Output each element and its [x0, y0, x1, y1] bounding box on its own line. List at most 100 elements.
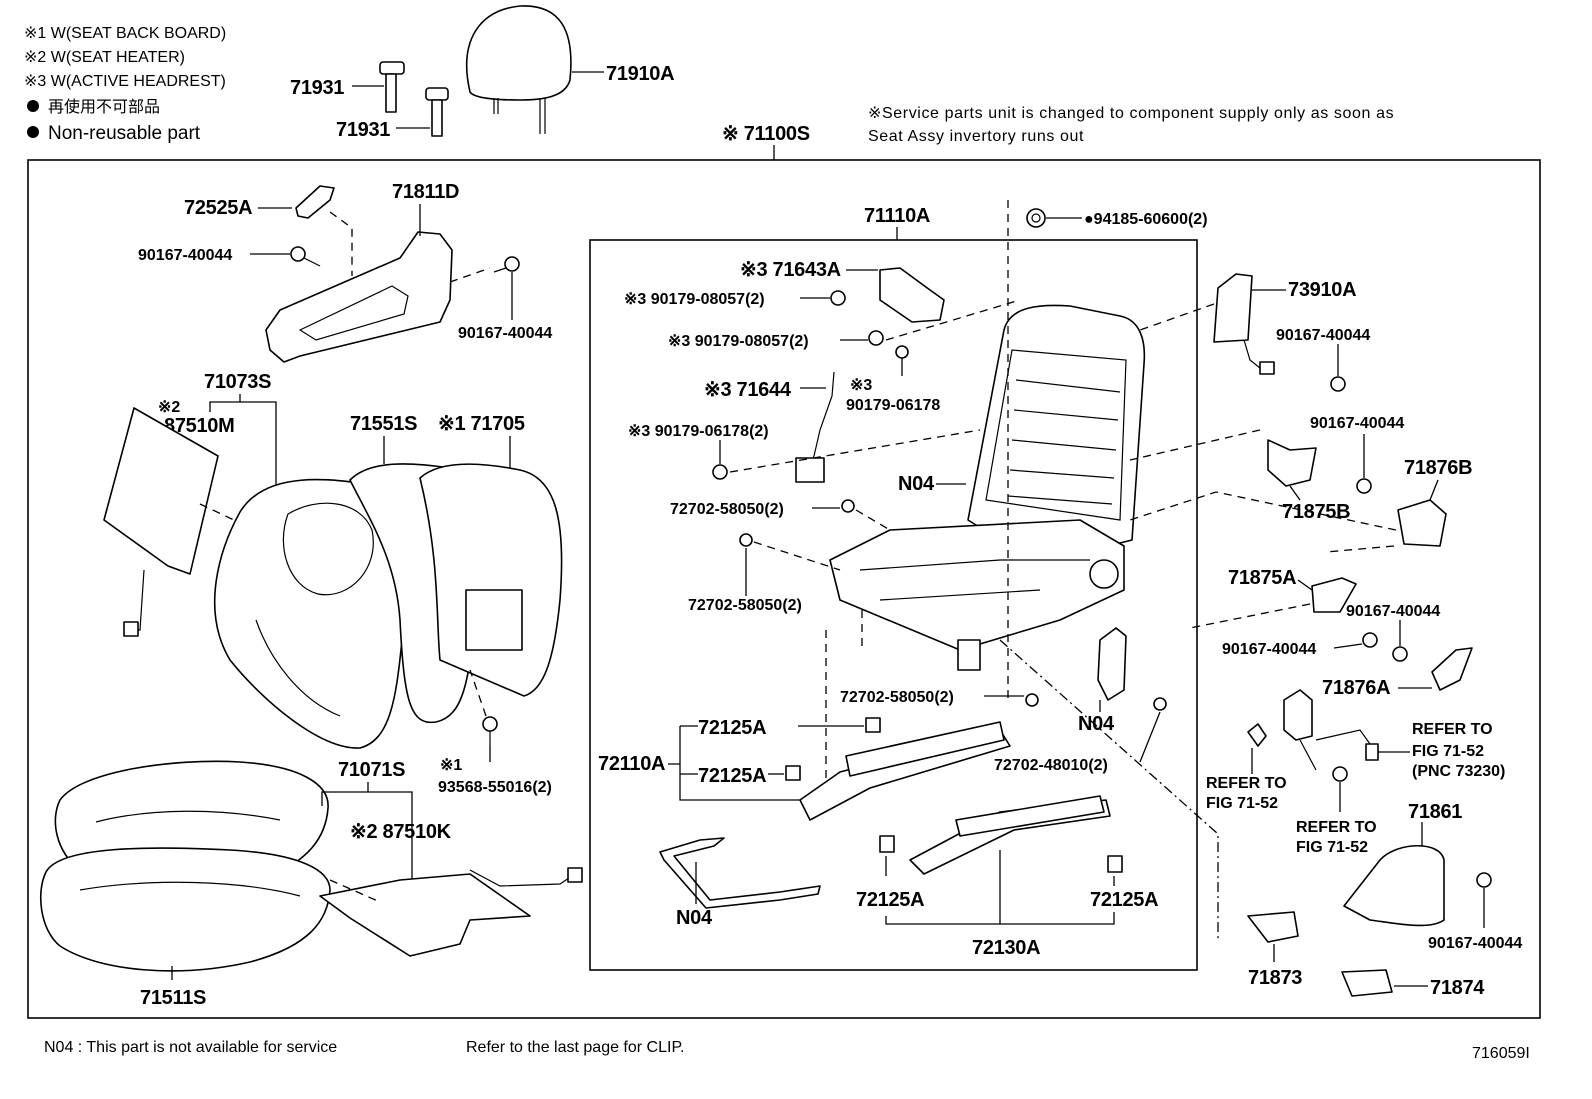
refer-1-line2: FIG 71-52 — [1206, 795, 1278, 812]
cover-71875B — [1267, 439, 1317, 487]
part-72125A-c: 72125A — [856, 889, 924, 911]
bullet-icon — [27, 100, 39, 112]
part-90167-40044-r1: 90167-40044 — [1276, 327, 1370, 344]
screw-icon — [1476, 872, 1492, 888]
part-90167-40044-r3: 90167-40044 — [1222, 641, 1316, 658]
part-71643A: ※3 71643A — [740, 259, 841, 281]
part-90179-08057-b: ※3 90179-08057(2) — [668, 333, 809, 350]
headrest-support-lower — [425, 87, 449, 137]
legend-nonreusable-jp: 再使用不可部品 — [48, 98, 160, 116]
part-N04-frame: N04 — [898, 473, 935, 495]
legend-note-3: ※3 W(ACTIVE HEADREST) — [24, 73, 226, 90]
part-90167-40044-r5: 90167-40044 — [1428, 935, 1522, 952]
clip-71874 — [1341, 969, 1393, 997]
part-87510M: 87510M — [164, 415, 234, 437]
frame-label: 71110A — [864, 205, 930, 227]
part-72702-58050-b: 72702-58050(2) — [688, 597, 802, 614]
part-72702-58050-c: 72702-58050(2) — [840, 689, 954, 706]
clip-icon — [785, 765, 801, 781]
refer-3-line3: (PNC 73230) — [1412, 763, 1505, 780]
clip-icon — [865, 717, 881, 733]
part-71875A: 71875A — [1228, 567, 1296, 589]
part-71644: ※3 71644 — [704, 379, 792, 401]
bracket-71643A — [879, 267, 945, 323]
wire-N04 — [659, 837, 821, 909]
clip-icon — [879, 835, 895, 853]
screw-icon — [1330, 376, 1346, 392]
legend-nonreusable-en: Non-reusable part — [48, 123, 201, 144]
shield-71811D — [265, 231, 453, 363]
part-90179-06178-2: ※3 90179-06178(2) — [628, 423, 769, 440]
screw-icon — [1362, 632, 1378, 648]
bullet-icon — [27, 126, 39, 138]
screw-icon — [493, 256, 520, 273]
board-panel — [465, 589, 523, 651]
part-87510M-mark: ※2 — [158, 399, 180, 416]
cable-end — [795, 457, 825, 483]
bolt-icon — [1153, 697, 1167, 711]
service-note-line1: ※Service parts unit is changed to compon… — [868, 105, 1394, 122]
bolt-icon — [841, 499, 855, 513]
part-71873: 71873 — [1248, 967, 1302, 989]
rail-72110A — [799, 729, 1011, 821]
part-71874: 71874 — [1430, 977, 1485, 999]
footer-clip-note: Refer to the last page for CLIP. — [466, 1039, 685, 1056]
part-71876B: 71876B — [1404, 457, 1472, 479]
part-72125A-a: 72125A — [698, 717, 766, 739]
part-73910A: 73910A — [1288, 279, 1356, 301]
screw-icon — [290, 246, 321, 267]
part-72125A-b: 72125A — [698, 765, 766, 787]
nut-icon — [830, 290, 846, 306]
part-71071S: 71071S — [338, 759, 405, 781]
legend-note-1: ※1 W(SEAT BACK BOARD) — [24, 25, 226, 42]
headrest — [465, 5, 572, 134]
part-71931-upper: 71931 — [290, 77, 344, 99]
part-72125A-d: 72125A — [1090, 889, 1158, 911]
part-71861: 71861 — [1408, 801, 1462, 823]
bracket-N04 — [1097, 627, 1127, 701]
refer-2-line1: REFER TO — [1296, 819, 1377, 836]
part-90179-06178: 90179-06178 — [846, 397, 940, 414]
bolt-icon — [895, 345, 909, 359]
bolt-icon — [1025, 693, 1039, 707]
part-72525A: 72525A — [184, 197, 252, 219]
clip-icon — [482, 716, 498, 746]
part-90179-06178-mark: ※3 — [850, 377, 872, 394]
cover-71876A — [1431, 647, 1473, 691]
part-72110A: 72110A — [598, 753, 665, 775]
service-note-line2: Seat Assy invertory runs out — [868, 128, 1084, 145]
legend: ※1 W(SEAT BACK BOARD) ※2 W(SEAT HEATER) … — [24, 25, 226, 144]
bolt-icon — [739, 533, 753, 547]
part-72130A: 72130A — [972, 937, 1040, 959]
footer-n04-note: N04 : This part is not available for ser… — [44, 1039, 337, 1056]
part-72702-58050-a: 72702-58050(2) — [670, 501, 784, 518]
anchor-clip — [1247, 723, 1267, 747]
assembly-frame — [27, 159, 1541, 1019]
refer-3-line2: FIG 71-52 — [1412, 743, 1484, 760]
part-90179-08057-a: ※3 90179-08057(2) — [624, 291, 765, 308]
cover-71875A — [1311, 577, 1357, 613]
nut-icon — [712, 464, 728, 480]
part-71551S: 71551S — [350, 413, 417, 435]
cover-71861 — [1343, 844, 1445, 927]
refer-1-line1: REFER TO — [1206, 775, 1287, 792]
heater-87510M — [103, 407, 219, 575]
part-71511S: 71511S — [140, 987, 206, 1009]
part-93568-mark: ※1 — [440, 757, 462, 774]
part-71876A: 71876A — [1322, 677, 1390, 699]
part-94185-60600: ●94185-60600(2) — [1084, 211, 1208, 228]
clip-icon — [1107, 855, 1123, 873]
nut-icon — [868, 330, 884, 346]
legend-note-2: ※2 W(SEAT HEATER) — [24, 49, 185, 66]
screw-icon — [1356, 478, 1372, 494]
part-71910A: 71910A — [606, 63, 674, 85]
seat-frame — [829, 304, 1146, 671]
part-N04-wire: N04 — [676, 907, 713, 929]
refer-2-line2: FIG 71-52 — [1296, 839, 1368, 856]
part-90167-40044-r2: 90167-40044 — [1310, 415, 1404, 432]
nut-icon — [1026, 208, 1046, 228]
refer-3-line1: REFER TO — [1412, 721, 1493, 738]
part-71875B: 71875B — [1282, 501, 1350, 523]
part-90167-40044-r4: 90167-40044 — [1346, 603, 1440, 620]
